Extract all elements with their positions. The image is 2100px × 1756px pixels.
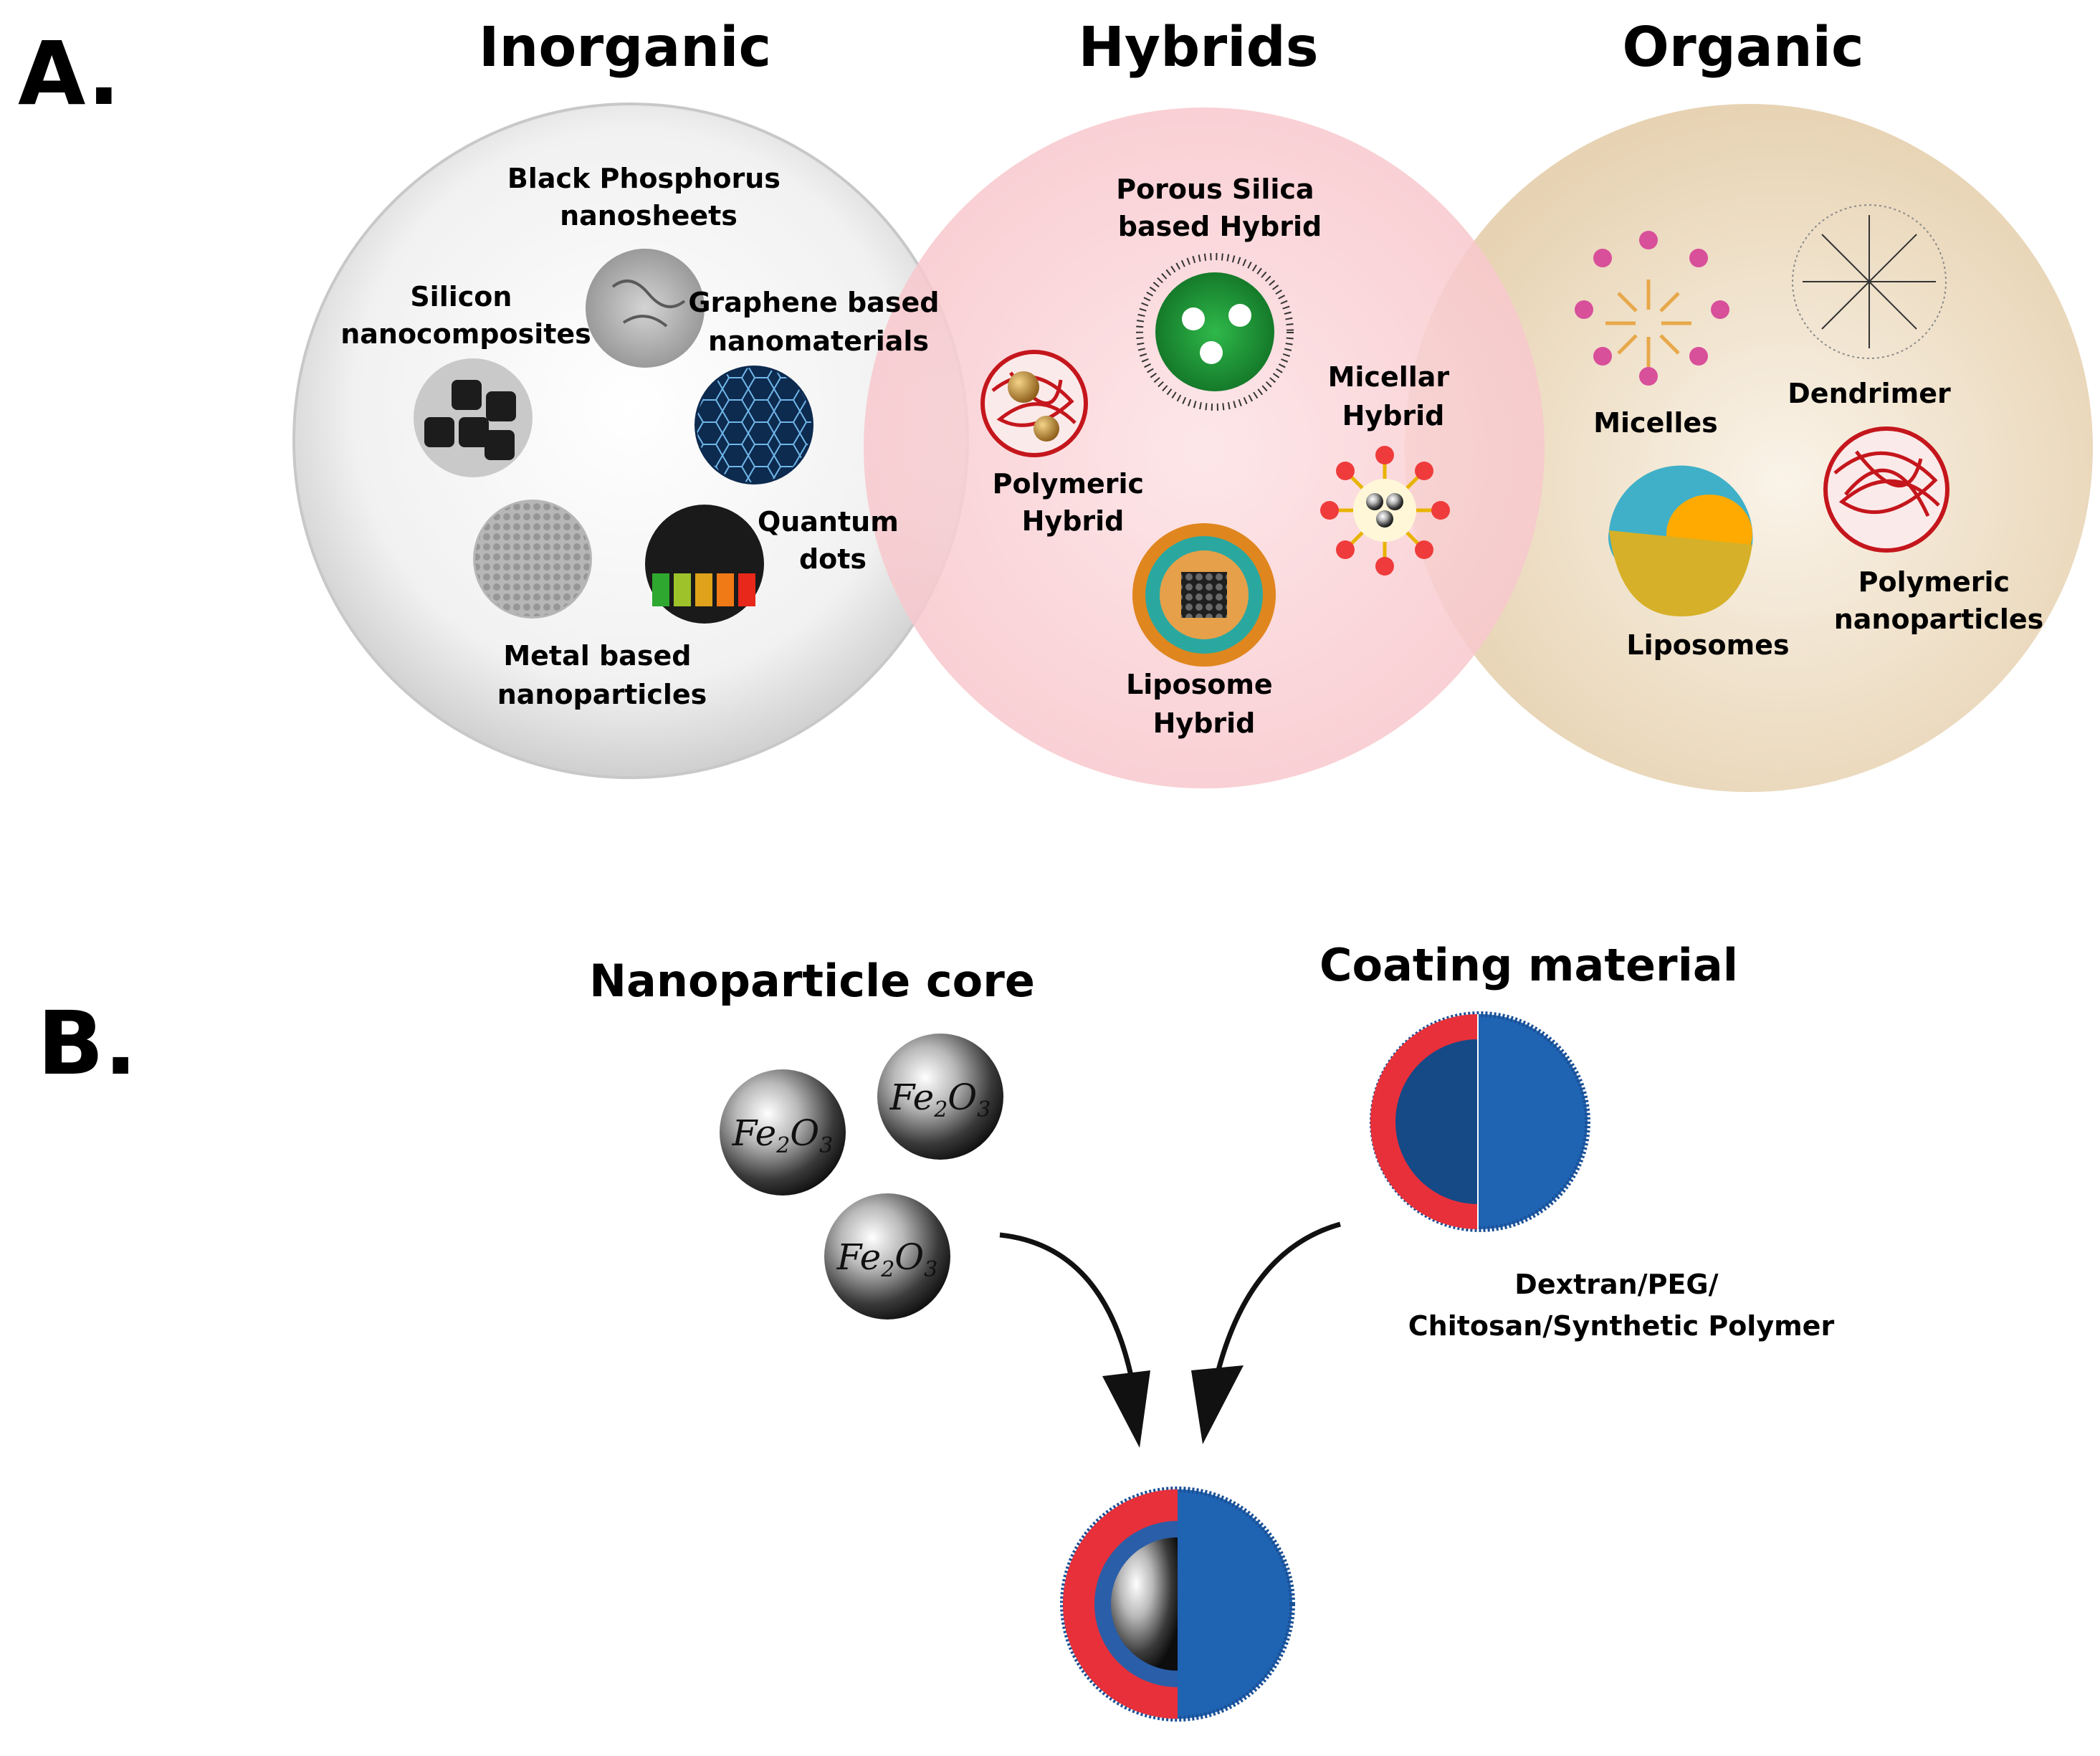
graphene-label: Graphene based nanomaterials [688, 287, 948, 357]
inorganic-title: Inorganic [479, 16, 771, 80]
panel-a-letter: A. [18, 23, 120, 125]
porous-silica-hybrid-image [1136, 253, 1294, 411]
liposome-hybrid-image [1132, 523, 1276, 667]
coating-sphere [1370, 1011, 1590, 1232]
metal-nanoparticle-image [473, 500, 592, 619]
hybrids-title: Hybrids [1078, 16, 1318, 80]
dendrimer-label: Dendrimer [1788, 378, 1951, 409]
organic-title: Organic [1622, 16, 1863, 80]
arrow-coating-to-product [1191, 1221, 1341, 1444]
fe2o3-formula: Fe2O3 [836, 1236, 938, 1282]
micellar-hybrid-label: Micellar Hybrid [1328, 361, 1459, 431]
fe2o3-formula: Fe2O3 [732, 1112, 834, 1158]
micelles-label: Micelles [1593, 407, 1718, 439]
coated-nanoparticle [1060, 1487, 1295, 1722]
silicon-nanocomposite-image [414, 358, 533, 477]
quantum-dots-label: Quantum dots [758, 506, 908, 575]
hybrids-bubble [864, 108, 1545, 788]
liposome-hybrid-label: Liposome Hybrid [1126, 669, 1282, 739]
liposomes-label: Liposomes [1626, 629, 1789, 661]
fe2o3-sphere: Fe2O3 [720, 1069, 846, 1196]
quantum-dots-image [645, 505, 764, 624]
dendrimer-image [1792, 204, 1947, 359]
black-phosphorus-image [586, 249, 705, 368]
coating-material-label: Dextran/PEG/ Chitosan/Synthetic Polymer [1408, 1269, 1835, 1342]
nanoparticle-core-title: Nanoparticle core [589, 955, 1035, 1007]
polymeric-nanoparticles-label: Polymeric nanoparticles [1834, 566, 2044, 635]
panel-a: A. Inorganic Hybrids Organic [18, 16, 2093, 792]
fe2o3-sphere: Fe2O3 [824, 1193, 950, 1320]
panel-b-letter: B. [37, 993, 137, 1094]
micelles-image [1575, 231, 1729, 386]
liposomes-image [1608, 465, 1753, 616]
polymeric-nanoparticles-image [1823, 426, 1949, 553]
polymeric-hybrid-image [980, 350, 1088, 457]
panel-b: B. Nanoparticle core Coating material Fe… [37, 939, 1835, 1722]
organic-bubble [1405, 104, 2093, 792]
fe2o3-sphere: Fe2O3 [877, 1034, 1003, 1160]
porous-silica-label: Porous Silica based Hybrid [1116, 173, 1324, 242]
micellar-hybrid-image [1320, 446, 1450, 576]
polymeric-hybrid-label: Polymeric Hybrid [993, 468, 1154, 537]
coating-material-title: Coating material [1319, 939, 1738, 991]
silicon-label: Silicon nanocomposites [340, 281, 591, 350]
fe2o3-formula: Fe2O3 [889, 1077, 991, 1122]
graphene-image [695, 366, 813, 485]
metal-label: Metal based nanoparticles [497, 640, 707, 710]
arrow-core-to-product [999, 1232, 1150, 1448]
black-phosphorus-label: Black Phosphorus nanosheets [507, 163, 790, 232]
